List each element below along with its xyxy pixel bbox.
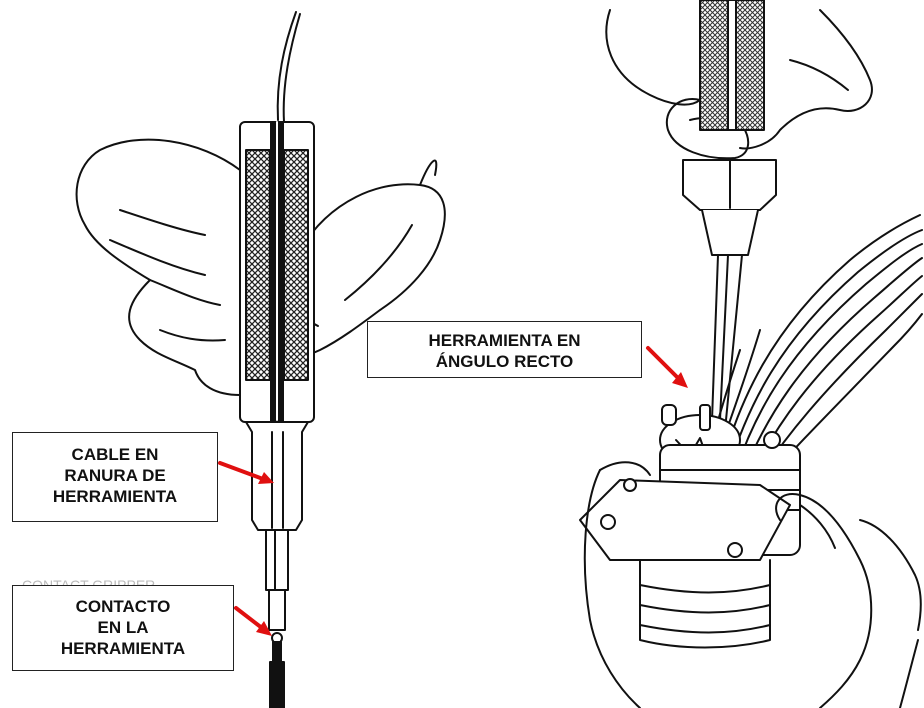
callout-contacto-en-herramienta: CONTACTO EN LA HERRAMIENTA [12, 585, 234, 671]
arrow-right-angle [648, 348, 678, 378]
callout-line: CONTACTO [13, 596, 233, 617]
callout-line: HERRAMIENTA [13, 486, 217, 507]
flange [580, 480, 790, 560]
callout-line: ÁNGULO RECTO [368, 351, 641, 372]
callout-line: EN LA [13, 617, 233, 638]
callout-line: RANURA DE [13, 465, 217, 486]
callout-herramienta-angulo-recto: HERRAMIENTA EN ÁNGULO RECTO [367, 321, 642, 378]
connector [580, 405, 800, 648]
arrow-contact [236, 608, 262, 628]
left-hand [77, 140, 240, 395]
callout-cable-en-ranura: CABLE EN RANURA DE HERRAMIENTA [12, 432, 218, 522]
callout-line: CABLE EN [13, 444, 217, 465]
callout-line: HERRAMIENTA [13, 638, 233, 659]
upper-hand [606, 10, 700, 105]
callout-line: HERRAMIENTA EN [368, 330, 641, 351]
wire [278, 12, 300, 122]
